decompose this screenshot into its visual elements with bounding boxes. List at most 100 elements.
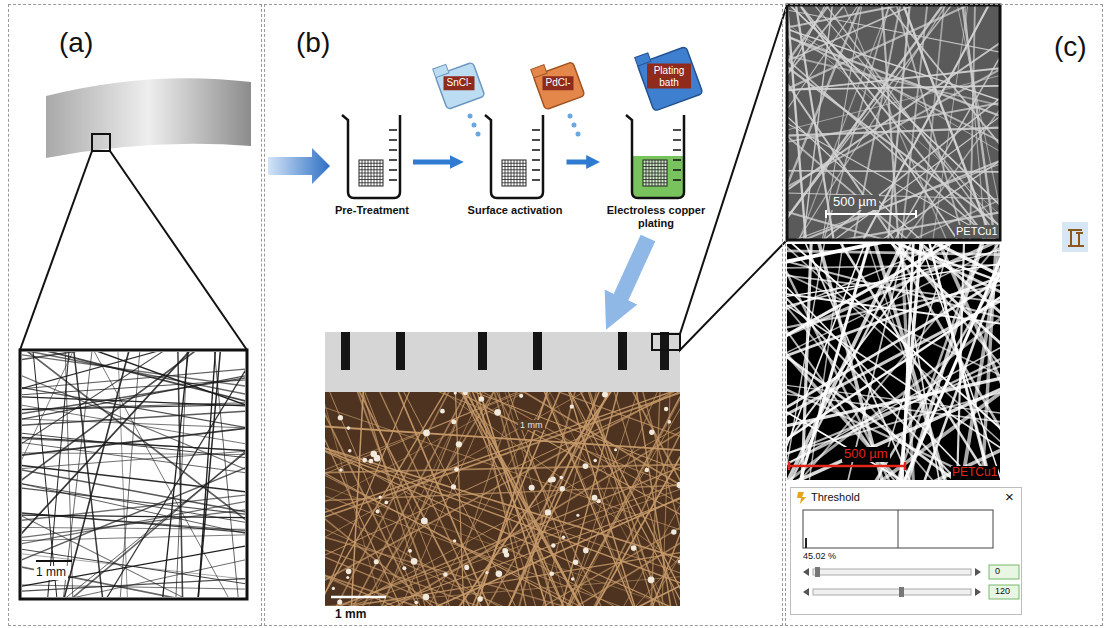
graduation-mark xyxy=(532,159,540,161)
reagent-drop xyxy=(476,132,481,137)
fabric-sample xyxy=(359,173,383,174)
fiber-line xyxy=(325,392,680,606)
bond-point xyxy=(346,569,352,575)
graduation-mark xyxy=(532,169,540,171)
fiber-line xyxy=(787,5,1000,240)
bond-point xyxy=(573,559,579,565)
fiber-line xyxy=(787,244,1000,389)
scale-label: 1 mm xyxy=(518,420,545,430)
fiber-line xyxy=(325,392,680,606)
tool-icon xyxy=(1068,230,1084,246)
bond-point xyxy=(337,599,342,604)
bond-point xyxy=(423,430,430,437)
fabric-sample xyxy=(502,160,526,186)
slider-value: 0 xyxy=(995,566,1000,576)
fiber-line xyxy=(325,392,680,606)
zoom-line xyxy=(20,151,92,350)
bond-point xyxy=(456,441,462,447)
graduation-mark xyxy=(673,139,681,141)
fabric-sample xyxy=(661,160,662,186)
fiber-line xyxy=(789,244,971,480)
drawing-part xyxy=(433,55,485,109)
panel-frame: SnCl-PdCl-Plating bathPre-TreatmentSurfa… xyxy=(264,4,783,626)
fiber-line xyxy=(22,352,245,577)
slider-arrow xyxy=(803,568,809,576)
fiber-line xyxy=(787,244,1000,378)
fiber-line xyxy=(435,392,680,606)
ruler-tick xyxy=(396,332,405,370)
fiber-line xyxy=(22,387,245,417)
fiber-line xyxy=(380,392,616,606)
fiber-line xyxy=(423,392,680,606)
bond-point xyxy=(583,548,589,554)
fiber-line xyxy=(325,392,680,606)
fabric-sample xyxy=(664,160,665,186)
bond-point xyxy=(551,543,556,548)
sample-label: PETCu1 xyxy=(951,466,998,480)
zoom-inset: 1 mm xyxy=(20,350,247,599)
bond-point xyxy=(369,459,374,464)
threshold-image: 500 µmPETCu1 xyxy=(787,244,1000,480)
fabric-sample xyxy=(643,160,667,186)
bond-point xyxy=(376,509,380,513)
fiber-line xyxy=(325,392,680,606)
fiber-line xyxy=(22,442,245,578)
fiber-line xyxy=(22,462,245,547)
fabric-sample xyxy=(359,176,383,177)
ruler-tick xyxy=(618,332,627,370)
histogram-bar xyxy=(805,538,807,548)
bond-point xyxy=(593,459,597,463)
fiber-line xyxy=(875,244,1000,480)
fiber-line xyxy=(325,392,680,606)
beaker-shape xyxy=(621,112,691,200)
fabric-sheet xyxy=(46,78,251,158)
fiber-line xyxy=(22,389,245,597)
bond-point xyxy=(602,392,608,398)
bond-point xyxy=(423,594,429,600)
fiber-line xyxy=(22,352,245,511)
fiber-line xyxy=(22,398,245,419)
bond-point xyxy=(477,596,482,601)
fiber-line xyxy=(22,352,186,597)
bond-point xyxy=(631,545,637,551)
drawing-part xyxy=(787,5,1000,240)
fiber-line xyxy=(325,392,680,606)
slider-track xyxy=(813,589,971,595)
histogram-divider xyxy=(898,510,899,548)
fiber-line xyxy=(793,5,1000,240)
fiber-line xyxy=(325,392,680,606)
fiber-line xyxy=(165,352,198,597)
fiber-line xyxy=(325,392,680,606)
reagent-drop xyxy=(472,123,477,128)
bond-point xyxy=(560,476,564,480)
slider-value: 120 xyxy=(995,586,1010,596)
flow-arrow xyxy=(567,160,590,165)
bond-point xyxy=(583,463,589,469)
fiber-line xyxy=(325,392,680,606)
bond-point xyxy=(519,394,523,398)
bond-point xyxy=(576,514,579,517)
fabric-sample xyxy=(658,160,659,186)
graduation-mark xyxy=(532,179,540,181)
fiber-line xyxy=(787,249,1000,480)
zoom-square xyxy=(652,334,680,350)
bond-point xyxy=(549,571,554,576)
fiber-line xyxy=(325,392,601,606)
percent-value: 45.02 % xyxy=(803,551,836,561)
scale-bar xyxy=(826,210,916,218)
bond-point xyxy=(645,468,649,472)
ruler-tick xyxy=(341,332,350,370)
bond-point xyxy=(408,549,412,553)
fiber-line xyxy=(325,392,680,606)
reagent-label: Plating bath xyxy=(647,64,691,89)
reagent-label: SnCl- xyxy=(443,76,474,90)
panel-label: (b) xyxy=(296,27,330,59)
bond-point xyxy=(677,482,680,489)
fiber-line xyxy=(387,392,680,606)
graduation-mark xyxy=(389,129,397,131)
beaker-outline xyxy=(626,115,684,198)
slider-thumb xyxy=(899,587,904,597)
fiber-line xyxy=(880,5,957,240)
drawing-part xyxy=(531,55,585,110)
